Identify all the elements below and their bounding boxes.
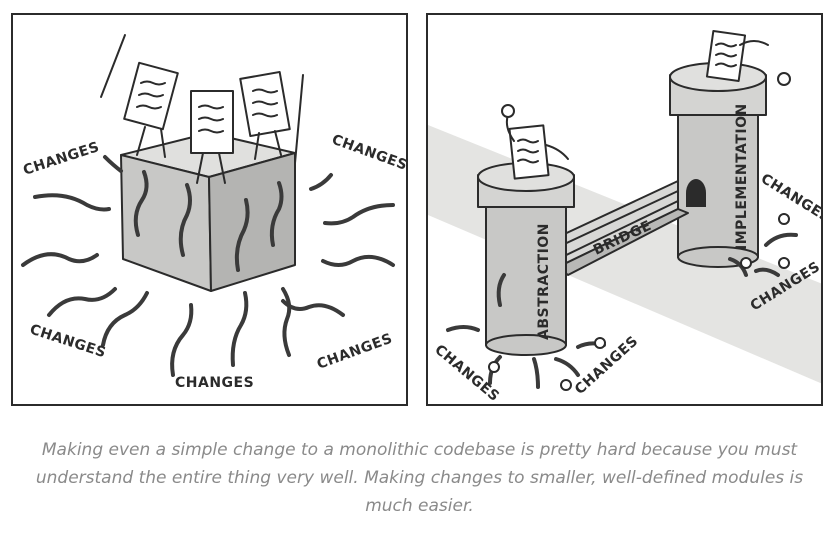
- change-arrow: [534, 359, 538, 387]
- document-figure: [101, 35, 178, 157]
- change-arrow: [103, 293, 147, 345]
- changes-label: CHANGES: [28, 322, 108, 362]
- change-arrow: [448, 327, 478, 330]
- change-arrow: [35, 195, 109, 209]
- change-arrow: [283, 289, 289, 355]
- changes-label: CHANGES: [175, 375, 254, 391]
- change-arrow: [311, 175, 331, 189]
- implementation-label: IMPLEMENTATION: [734, 103, 750, 250]
- monolith-drawing: CHANGES CHANGES CHANGES CHANGES CHANGES: [13, 15, 408, 406]
- changes-label: CHANGES: [21, 139, 101, 179]
- changes-label: CHANGES: [758, 171, 823, 227]
- changes-label: CHANGES: [330, 132, 408, 174]
- change-arrow: [172, 305, 191, 375]
- abstraction-label: ABSTRACTION: [536, 223, 552, 340]
- caption: Making even a simple change to a monolit…: [10, 436, 829, 520]
- bridge-drawing: IMPLEMENTATION BRIDGE ABSTRACTION: [428, 15, 823, 406]
- change-arrow: [233, 293, 247, 365]
- change-arrow: [556, 359, 578, 375]
- changes-label: CHANGES: [315, 331, 395, 373]
- change-arrow: [766, 235, 796, 245]
- change-arrow: [283, 301, 343, 315]
- change-arrow: [105, 157, 121, 171]
- change-arrow: [23, 254, 97, 265]
- change-arrow: [325, 205, 393, 223]
- change-arrow: [323, 257, 393, 265]
- bridge-illustration: IMPLEMENTATION BRIDGE ABSTRACTION: [426, 13, 823, 406]
- changes-label: CHANGES: [572, 333, 642, 398]
- implementation-tower: IMPLEMENTATION: [670, 31, 768, 267]
- cube-right-face: [209, 153, 295, 291]
- change-arrow: [49, 289, 115, 315]
- monolith-illustration: CHANGES CHANGES CHANGES CHANGES CHANGES: [11, 13, 408, 406]
